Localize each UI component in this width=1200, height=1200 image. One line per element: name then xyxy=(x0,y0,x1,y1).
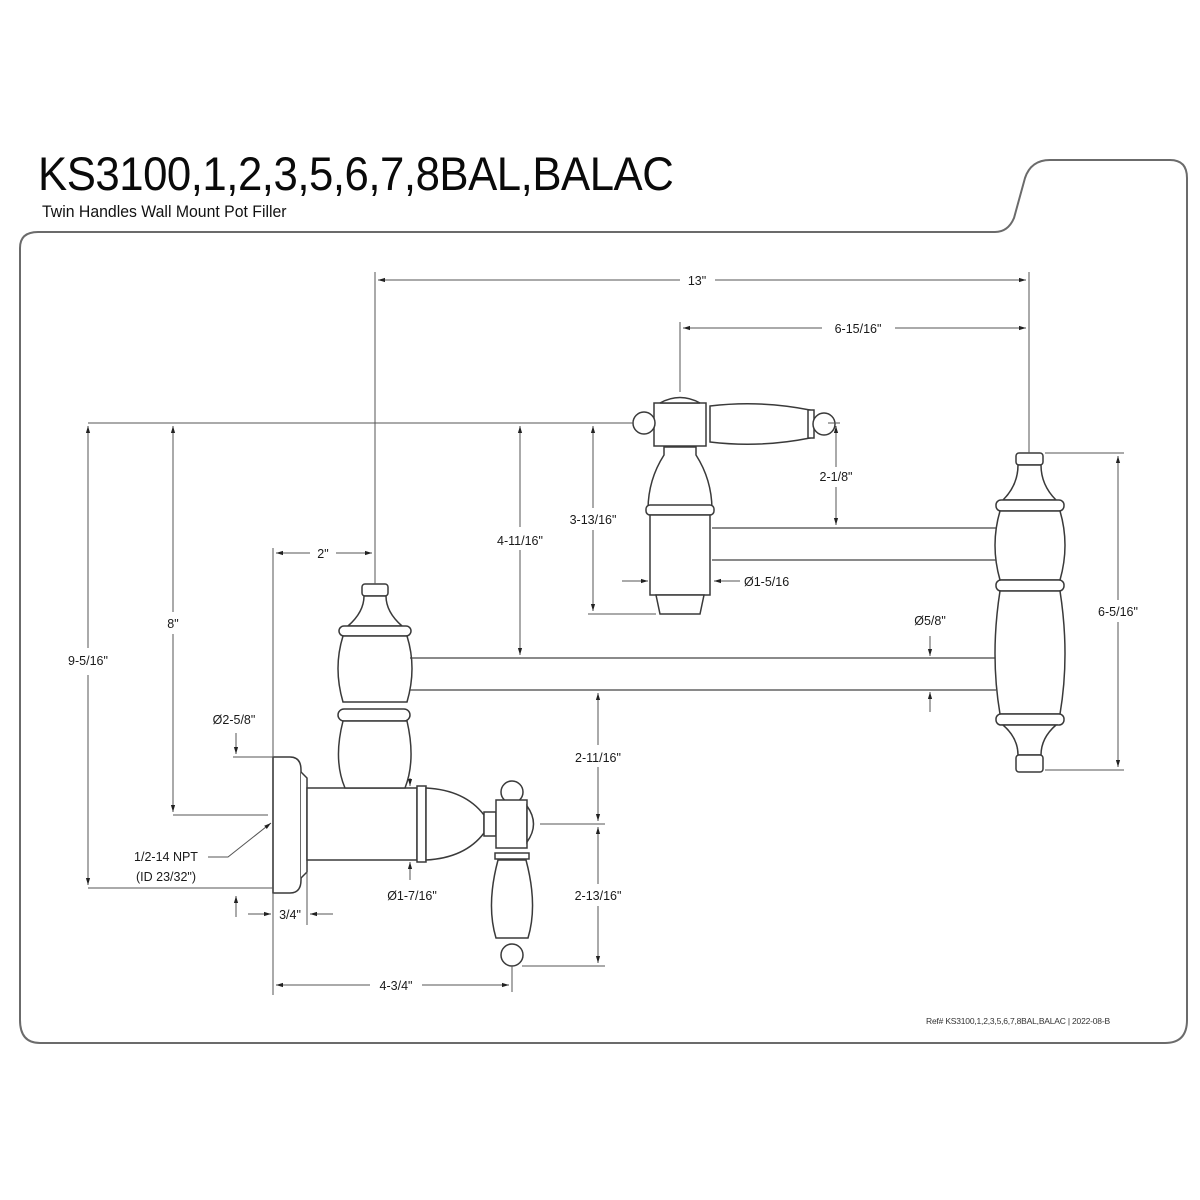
dim-label-13: 13" xyxy=(688,274,706,288)
dim-label-2-13-16: 2-13/16" xyxy=(575,889,622,903)
dim-top-to-lower-arm: 4-11/16" xyxy=(497,426,543,655)
dim-upper-valve-height: 3-13/16" xyxy=(570,426,656,615)
dim-label-dia-1-5-16: Ø1-5/16 xyxy=(744,575,789,589)
dim-overall-width: 13" xyxy=(374,272,1030,584)
dim-label-4-11-16: 4-11/16" xyxy=(497,534,543,548)
upper-spout-arm xyxy=(712,527,996,561)
dim-swivel-offset: 2" xyxy=(272,547,372,757)
right-swivel-joint xyxy=(994,452,1066,773)
dim-wall-to-handle: 4-3/4" xyxy=(272,893,513,995)
dim-flange-depth: 3/4" xyxy=(248,872,333,925)
dim-label-4-3-4: 4-3/4" xyxy=(380,979,413,993)
dim-valve-body-diameter: Ø1-7/16" xyxy=(387,778,437,903)
dim-label-3-4: 3/4" xyxy=(279,908,301,922)
dim-handle-to-upper-arm: 2-1/8" xyxy=(820,422,853,525)
lower-swivel-column xyxy=(337,583,413,789)
dim-label-6-15-16: 6-15/16" xyxy=(835,322,882,336)
thread-spec-line1: 1/2-14 NPT xyxy=(134,850,198,864)
wall-flange xyxy=(272,756,308,894)
dim-label-2-1-8: 2-1/8" xyxy=(820,470,853,484)
lower-spout-arm xyxy=(410,657,996,691)
thread-spec-callout: 1/2-14 NPT (ID 23/32") xyxy=(134,822,272,884)
dim-flange-diameter: Ø2-5/8" xyxy=(213,713,273,917)
dim-overall-height: 9-5/16" xyxy=(68,426,273,889)
dim-wall-to-top: 8" xyxy=(167,426,268,816)
lower-handle xyxy=(490,780,535,967)
dim-label-dia-2-5-8: Ø2-5/8" xyxy=(213,713,256,727)
dim-label-dia-5-8: Ø5/8" xyxy=(914,614,946,628)
dim-arm-diameter: Ø5/8" xyxy=(914,614,946,712)
dim-upper-valve-diameter: Ø1-5/16 xyxy=(622,575,789,589)
dim-lower-valve-heights: 2-11/16" 2-13/16" xyxy=(522,693,622,967)
model-number-title: KS3100,1,2,3,5,6,7,8BAL,BALAC xyxy=(38,147,674,200)
upper-valve-handle xyxy=(632,396,836,615)
thread-spec-line2: (ID 23/32") xyxy=(136,870,196,884)
product-subtitle: Twin Handles Wall Mount Pot Filler xyxy=(42,202,287,221)
dim-label-dia-1-7-16: Ø1-7/16" xyxy=(387,889,437,903)
dim-label-2: 2" xyxy=(317,547,328,561)
dim-swivel-height: 6-5/16" xyxy=(1045,452,1138,771)
dim-upper-arm-reach: 6-15/16" xyxy=(679,322,1026,392)
dim-label-6-5-16: 6-5/16" xyxy=(1098,605,1138,619)
lower-valve-body xyxy=(306,785,497,863)
drawing-frame xyxy=(19,159,1188,1044)
dim-label-3-13-16: 3-13/16" xyxy=(570,513,617,527)
dim-label-9-5-16: 9-5/16" xyxy=(68,654,108,668)
dim-label-2-11-16: 2-11/16" xyxy=(575,751,621,765)
reference-footer: Ref# KS3100,1,2,3,5,6,7,8BAL,BALAC | 202… xyxy=(926,1016,1110,1026)
dim-label-8: 8" xyxy=(167,617,178,631)
